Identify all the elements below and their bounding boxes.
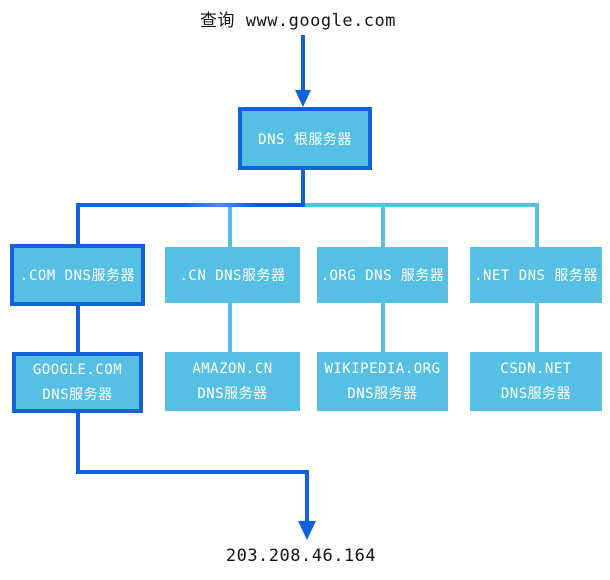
connector-com-to-google [76, 306, 80, 352]
auth-server-wikipedia-line2: DNS服务器 [347, 385, 418, 402]
connector-cn-to-amazon [228, 303, 232, 352]
connector-org-to-wikipedia [381, 303, 385, 352]
connector-bus-to-cn [228, 207, 232, 247]
tld-server-label-net: .NET DNS 服务器 [474, 268, 598, 284]
auth-server-google-line1: GOOGLE.COM [32, 361, 123, 378]
auth-server-node-csdn: CSDN.NET DNS服务器 [470, 352, 602, 411]
auth-server-google-line2: DNS服务器 [42, 386, 113, 403]
auth-server-node-wikipedia: WIKIPEDIA.ORG DNS服务器 [317, 352, 448, 411]
auth-server-amazon-line1: AMAZON.CN [192, 360, 273, 377]
tld-server-label-org: .ORG DNS 服务器 [320, 268, 445, 284]
result-arrowhead-icon [298, 521, 316, 540]
query-title: 查询 www.google.com [199, 11, 397, 31]
resolved-ip: 203.208.46.164 [225, 546, 377, 566]
branch-bus-right [305, 203, 539, 207]
root-server-label: DNS 根服务器 [258, 131, 352, 148]
connector-bus-to-net [535, 207, 539, 247]
connector-root-down [301, 170, 305, 207]
connector-net-to-csdn [535, 303, 539, 352]
auth-server-csdn-line1: CSDN.NET [500, 360, 572, 377]
auth-server-node-google: GOOGLE.COM DNS服务器 [12, 352, 143, 413]
tld-server-node-cn: .CN DNS服务器 [165, 247, 300, 303]
auth-server-csdn-line2: DNS服务器 [500, 385, 572, 402]
result-path-horizontal [76, 470, 309, 474]
branch-bus-left [76, 203, 305, 207]
result-path-vertical-left [76, 413, 80, 474]
tld-server-label-com: .COM DNS服务器 [20, 268, 135, 284]
connector-bus-to-com [76, 207, 80, 244]
query-arrowhead-icon [295, 90, 311, 107]
auth-server-amazon-line2: DNS服务器 [197, 385, 268, 402]
result-path-vertical-right [305, 470, 309, 521]
query-arrow-line [301, 35, 305, 92]
auth-server-node-amazon: AMAZON.CN DNS服务器 [165, 352, 300, 411]
root-server-node: DNS 根服务器 [238, 107, 372, 170]
tld-server-node-org: .ORG DNS 服务器 [317, 247, 448, 303]
tld-server-label-cn: .CN DNS服务器 [179, 268, 286, 284]
tld-server-node-com: .COM DNS服务器 [10, 244, 145, 306]
auth-server-wikipedia-line1: WIKIPEDIA.ORG [324, 360, 441, 377]
connector-bus-to-org [381, 207, 385, 247]
tld-server-node-net: .NET DNS 服务器 [470, 247, 602, 303]
